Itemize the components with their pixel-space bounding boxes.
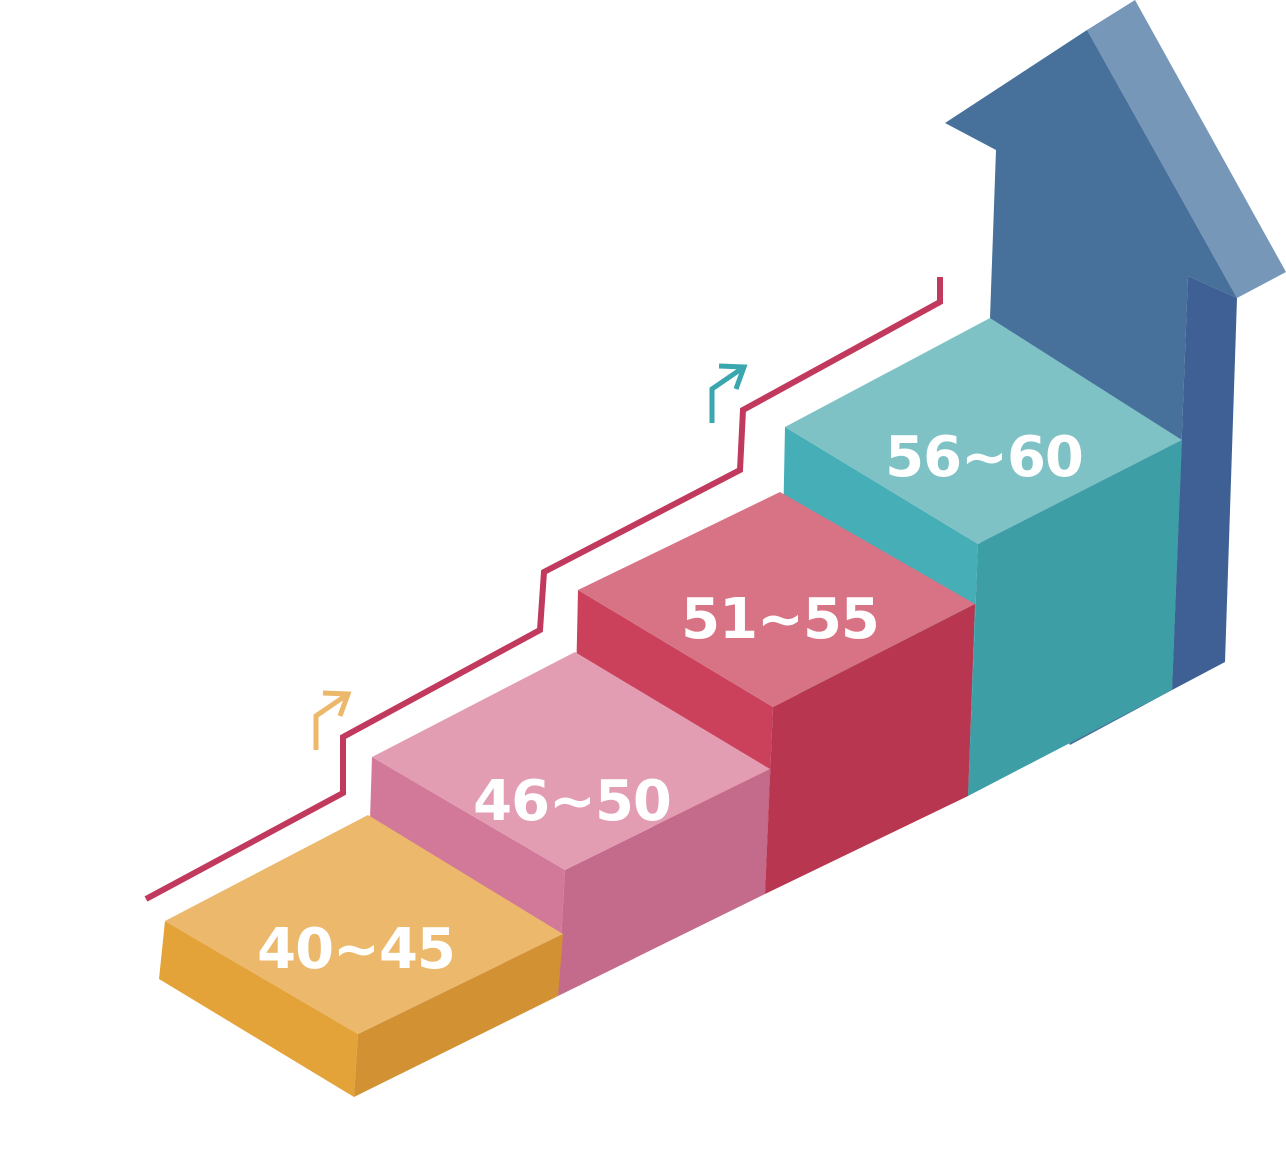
step-3-label: 51~55 (681, 587, 879, 652)
arrow-side-face (1172, 276, 1237, 690)
step-4-right-face (968, 440, 1182, 796)
arrow-up-right-icon (313, 690, 352, 750)
step-1-left-face (159, 921, 358, 1097)
step-1-top-face (165, 815, 563, 1034)
step-1-right-face (354, 934, 563, 1097)
arrow-up-right-icon (709, 363, 748, 423)
arrow-top-face (1087, 0, 1286, 298)
step-2-label: 46~50 (473, 769, 671, 834)
step-4-label: 56~60 (885, 425, 1083, 490)
step-1 (159, 815, 563, 1097)
step-1-label: 40~45 (257, 917, 455, 982)
step-2-top-face (372, 652, 770, 870)
step-2-right-face (558, 769, 770, 996)
stair-line (144, 277, 943, 902)
step-3-right-face (765, 604, 975, 894)
step-4-top-face (785, 318, 1182, 544)
step-3-top-face (578, 492, 975, 707)
